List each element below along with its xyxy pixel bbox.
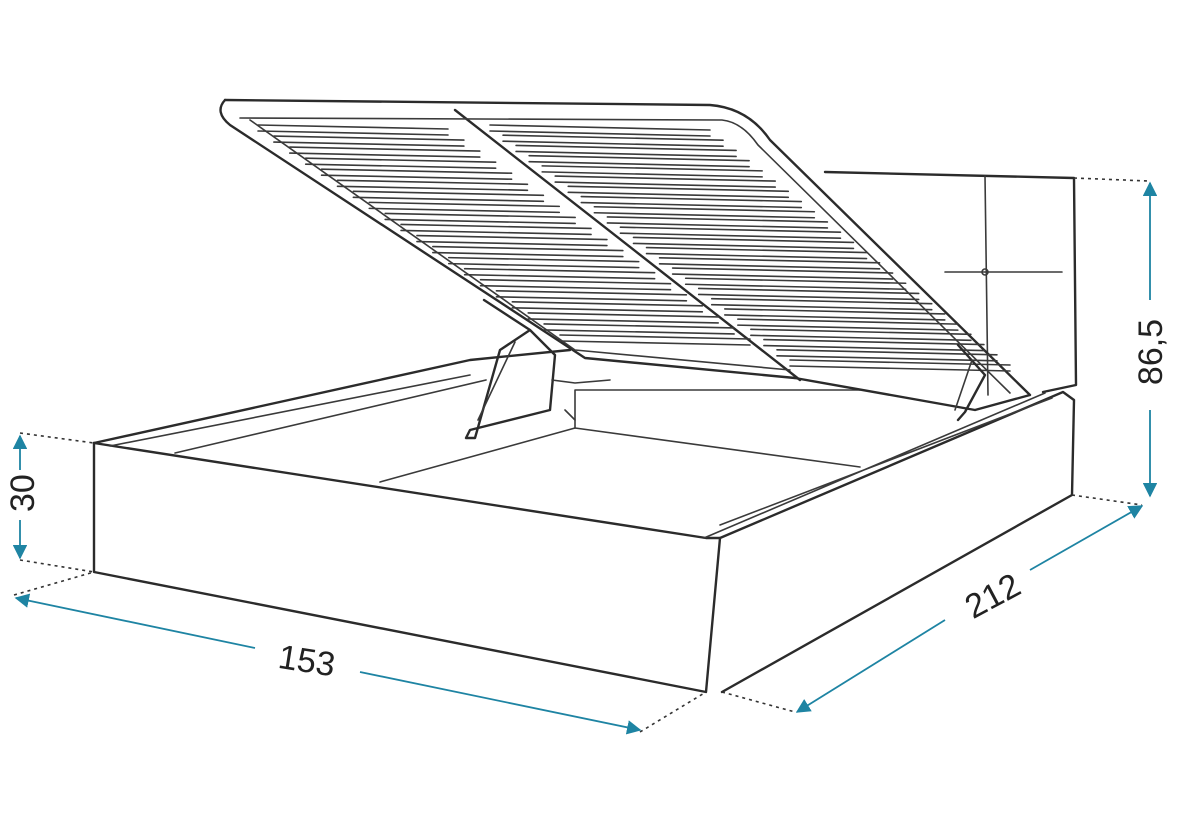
slat: [619, 226, 842, 239]
slat: [416, 234, 608, 247]
slat: [684, 277, 907, 291]
lift-mechanism-right: [954, 343, 987, 422]
slat: [541, 165, 763, 178]
slat: [632, 236, 855, 250]
slat: [273, 135, 465, 147]
headboard: [823, 170, 1078, 396]
slat: [554, 175, 777, 188]
slat: [511, 301, 704, 313]
slat: [479, 278, 672, 291]
slat: [447, 256, 640, 269]
slat: [789, 359, 1011, 372]
slat: [697, 287, 920, 301]
height-base-label: 30: [4, 474, 42, 512]
slat: [543, 323, 735, 335]
bed-base: [92, 348, 1076, 694]
slat: [495, 289, 688, 302]
slat: [320, 168, 513, 181]
dimension-lines: [12, 181, 1158, 735]
slat: [288, 146, 481, 158]
slat: [336, 179, 529, 192]
slat: [723, 308, 946, 321]
slat: [559, 334, 751, 346]
lift-mechanism-left: [464, 298, 611, 440]
slat: [400, 223, 592, 236]
slat: [737, 318, 959, 331]
slat: [528, 154, 750, 168]
slat: [257, 124, 449, 136]
length-label: 212: [959, 566, 1027, 626]
slat: [606, 216, 829, 229]
slat: [567, 185, 790, 199]
slat: [776, 348, 998, 362]
slat: [527, 312, 720, 324]
slat: [352, 190, 545, 203]
slat: [502, 134, 724, 148]
width-label: 153: [276, 638, 338, 684]
slat: [368, 201, 561, 214]
slatted-frame: [219, 98, 1032, 412]
slat: [489, 124, 711, 137]
slat: [593, 205, 816, 219]
slat: [580, 195, 803, 209]
extension-lines: [13, 177, 1149, 733]
slat: [763, 338, 985, 352]
slat: [515, 144, 737, 158]
headboard-height-label: 86,5: [1132, 319, 1170, 385]
slat: [750, 328, 972, 342]
slat: [645, 246, 868, 260]
slat: [671, 267, 894, 280]
slat: [658, 257, 881, 270]
slat: [304, 157, 497, 169]
slat: [432, 245, 624, 258]
slat: [463, 267, 656, 280]
slat: [384, 212, 576, 225]
slat: [710, 297, 933, 311]
